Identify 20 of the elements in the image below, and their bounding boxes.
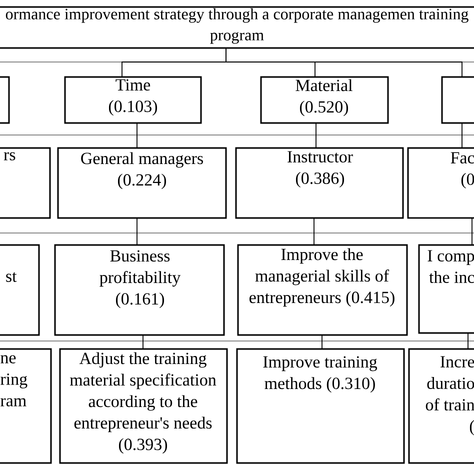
process-box: Business profitability (0.161) bbox=[54, 244, 225, 336]
process-box bbox=[0, 76, 10, 124]
process-box: Adjust the training material specification according to the entrepreneur's needs (0.393) bbox=[59, 348, 228, 464]
process-box: Fac (0 bbox=[407, 147, 474, 219]
connector-line bbox=[136, 218, 138, 246]
process-box: Improve training methods (0.310) bbox=[236, 348, 405, 464]
process-box bbox=[441, 76, 474, 124]
connector-line bbox=[142, 334, 144, 350]
process-box: ormance improvement strategy through a corporate managemen training program bbox=[0, 6, 474, 49]
process-box: I comp the inc bbox=[418, 244, 474, 334]
process-box: rs bbox=[0, 147, 51, 219]
process-box: Time (0.103) bbox=[64, 76, 202, 124]
process-box: Instructor (0.386) bbox=[235, 147, 404, 219]
process-box: General managers (0.224) bbox=[57, 147, 227, 219]
connector-line bbox=[136, 122, 138, 148]
connector-line bbox=[226, 48, 462, 78]
process-box: st bbox=[0, 244, 40, 336]
process-box: Material (0.520) bbox=[260, 76, 389, 124]
process-box: Improve the managerial skills of entrepreneurs (0.415) bbox=[237, 244, 408, 336]
process-box: ne ring ram bbox=[0, 348, 52, 464]
